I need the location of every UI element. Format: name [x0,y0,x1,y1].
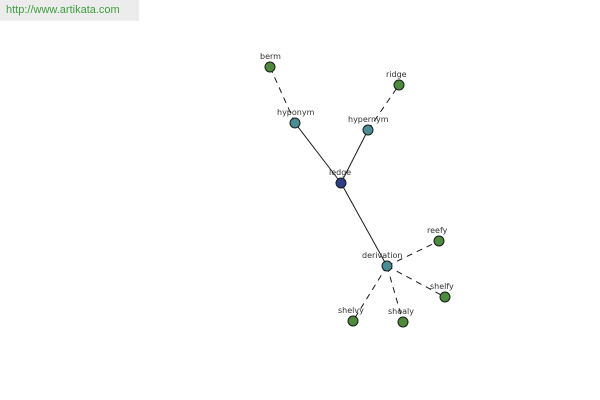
node-shoaly[interactable]: shoaly [388,307,414,328]
source-link[interactable]: http://www.artikata.com [6,4,120,16]
node-ridge-label: ridge [386,70,407,79]
node-derivation-dot [381,260,393,272]
node-reefy[interactable]: reefy [427,226,448,247]
node-reefy-label: reefy [427,226,448,235]
node-shelvy-label: shelvy [338,306,364,315]
node-shelvy-dot [347,315,359,327]
edge-ledge-hypernym [340,129,369,184]
node-ledge-dot [335,177,347,189]
node-ridge[interactable]: ridge [386,70,407,91]
node-hyponym-dot [289,117,301,129]
edge-derivation-reefy [386,240,440,267]
node-berm-dot [264,61,276,73]
node-shelfy[interactable]: shelfy [430,282,454,303]
node-derivation-label: derivation [362,251,402,260]
node-shelfy-label: shelfy [430,282,454,291]
node-berm[interactable]: berm [260,52,281,73]
node-ledge-label: ledge [329,168,351,177]
node-ridge-dot [393,79,405,91]
node-berm-label: berm [260,52,281,61]
node-hypernym-dot [362,124,374,136]
node-shoaly-label: shoaly [388,307,414,316]
node-hypernym[interactable]: hypernym [348,115,389,136]
node-ledge[interactable]: ledge [329,168,351,189]
edge-hypernym-ridge [367,84,400,131]
edge-derivation-shoaly [386,265,404,323]
node-hyponym[interactable]: hyponym [277,108,315,129]
edge-ledge-hyponym [294,122,342,184]
edge-ledge-derivation [340,182,388,267]
node-shoaly-dot [397,316,409,328]
node-derivation[interactable]: derivation [362,251,402,272]
source-bar: http://www.artikata.com [0,0,139,21]
graph-edges [269,66,446,323]
node-hyponym-label: hyponym [277,108,315,117]
node-reefy-dot [433,235,445,247]
node-shelvy[interactable]: shelvy [338,306,364,327]
node-shelfy-dot [439,291,451,303]
node-hypernym-label: hypernym [348,115,389,124]
